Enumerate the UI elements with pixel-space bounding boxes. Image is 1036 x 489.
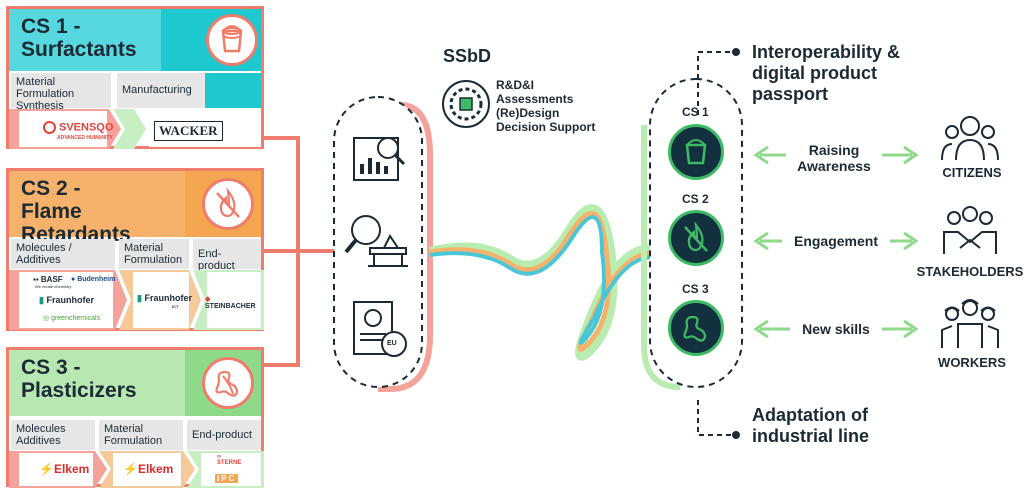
no-fire-icon xyxy=(202,178,254,230)
redesign-search-icon xyxy=(344,215,408,267)
elkem-logo-1: ⚡Elkem xyxy=(39,462,90,476)
basf-sub: We create chemistry xyxy=(35,284,72,289)
cs3-title: CS 3 - Plasticizers xyxy=(9,350,185,416)
paint-bucket-icon xyxy=(206,14,258,66)
cs2-label: CS 2 xyxy=(682,192,709,206)
leader-lines xyxy=(697,48,740,439)
cs1-title-line2: Surfactants xyxy=(21,38,137,61)
cs3-tab-formulation: Material Formulation xyxy=(99,420,183,450)
cs2-box: CS 2 - Flame Retardants Molecules / Addi… xyxy=(6,168,264,331)
cs3-box: CS 3 - Plasticizers Molecules Additives … xyxy=(6,347,264,488)
adaptation-line2: industrial line xyxy=(752,426,870,446)
elkem-logo-2: ⚡Elkem xyxy=(123,462,174,476)
interoperability-line1: Interoperability & xyxy=(752,42,901,62)
new-skills-label: New skills xyxy=(790,321,882,337)
cs3-circle xyxy=(668,300,724,356)
cs1-circle xyxy=(668,124,724,180)
cs2-tab-end-product: End-product xyxy=(193,239,261,272)
raising-line: Raising xyxy=(808,142,860,158)
fraunhofer-logo-1: ▮ Fraunhofer xyxy=(39,295,94,305)
cs2-title-line1: CS 2 - xyxy=(21,177,81,200)
cs3-tab-end-product: End-product xyxy=(187,420,261,450)
cs3-chevron-band xyxy=(9,451,264,488)
cs1-tab-manufacturing: Manufacturing xyxy=(117,73,205,108)
awareness-line: Awareness xyxy=(797,158,871,174)
cs1-box: CS 1 - Surfactants Material Formulation … xyxy=(6,6,264,149)
certificate-eu-icon xyxy=(353,301,407,357)
plasticizer-icon xyxy=(202,357,254,409)
ssbd-line-redesign: (Re)Design xyxy=(496,106,560,120)
paint-bucket-icon xyxy=(685,139,707,165)
cs1-chevron-band xyxy=(9,109,261,149)
fraunhofer-logo-2: ▮ Fraunhofer xyxy=(137,293,192,303)
workers-icon xyxy=(941,299,999,348)
cs2-title: CS 2 - Flame Retardants xyxy=(9,171,185,246)
flow-ribbon xyxy=(428,204,662,361)
stakeholders-label: STAKEHOLDERS xyxy=(916,264,1024,279)
ssbd-line-assessments: Assessments xyxy=(496,92,574,106)
cs3-label: CS 3 xyxy=(682,282,709,296)
adaptation-line1: Adaptation of xyxy=(752,405,868,425)
ssbd-lines: R&D&I Assessments (Re)Design Decision Su… xyxy=(496,78,595,134)
gear-cube-icon xyxy=(442,80,490,128)
cs2-tab-molecules: Molecules / Additives xyxy=(11,239,115,269)
raising-awareness-label: Raising Awareness xyxy=(786,142,882,174)
basf-logo: ▪▪ BASF xyxy=(33,275,63,284)
cs3-tab-molecules: Molecules Additives xyxy=(11,420,95,450)
cs1-tab-filler xyxy=(205,73,261,108)
cs1-tab-formulation: Material Formulation Synthesis xyxy=(11,73,111,112)
interoperability-line2: digital product xyxy=(752,63,877,83)
eu-badge-label: EU xyxy=(387,340,397,347)
stakeholders-icon xyxy=(943,206,997,254)
no-fire-icon xyxy=(684,221,708,252)
cs1-title-line1: CS 1 - xyxy=(21,15,81,38)
sterne-logo: ∞STERNE xyxy=(217,454,242,466)
ipc-logo: IPC xyxy=(215,474,239,483)
interoperability-label: Interoperability & digital product passp… xyxy=(752,42,900,105)
svensqo-sub: ADVANCED HUMANITY xyxy=(57,135,113,141)
steinbacher-logo: ◆ STEINBACHER xyxy=(205,296,256,310)
analysis-chart-icon xyxy=(353,137,406,181)
adaptation-label: Adaptation of industrial line xyxy=(752,405,869,447)
wacker-logo: WACKER xyxy=(154,121,223,141)
ssbd-title: SSbD xyxy=(443,46,492,66)
cs1-title: CS 1 - Surfactants xyxy=(9,9,161,71)
cs3-title-line1: CS 3 - xyxy=(21,356,81,379)
cs2-circle xyxy=(668,210,724,266)
budenheim-logo: ● Budenheim xyxy=(71,276,116,283)
citizens-label: CITIZENS xyxy=(942,165,1002,180)
ssbd-line-decision: Decision Support xyxy=(496,120,596,134)
engagement-label: Engagement xyxy=(782,233,890,249)
cs2-chevron-band xyxy=(9,270,264,330)
fraunhofer-ict: ICT xyxy=(172,304,179,309)
workers-label: WORKERS xyxy=(938,355,1006,370)
plasticizer-icon xyxy=(683,315,707,342)
ssbd-line-rdi: R&D&I xyxy=(496,78,534,92)
svensqo-logo: SVENSQO xyxy=(43,121,113,134)
citizens-icon xyxy=(941,116,999,161)
cs1-label: CS 1 xyxy=(682,105,709,119)
interoperability-line3: passport xyxy=(752,84,829,104)
greenchemicals-logo: ◎ greenchemicals xyxy=(43,315,101,322)
cs2-tab-formulation: Material Formulation xyxy=(119,239,189,269)
cs3-title-line2: Plasticizers xyxy=(21,379,137,402)
